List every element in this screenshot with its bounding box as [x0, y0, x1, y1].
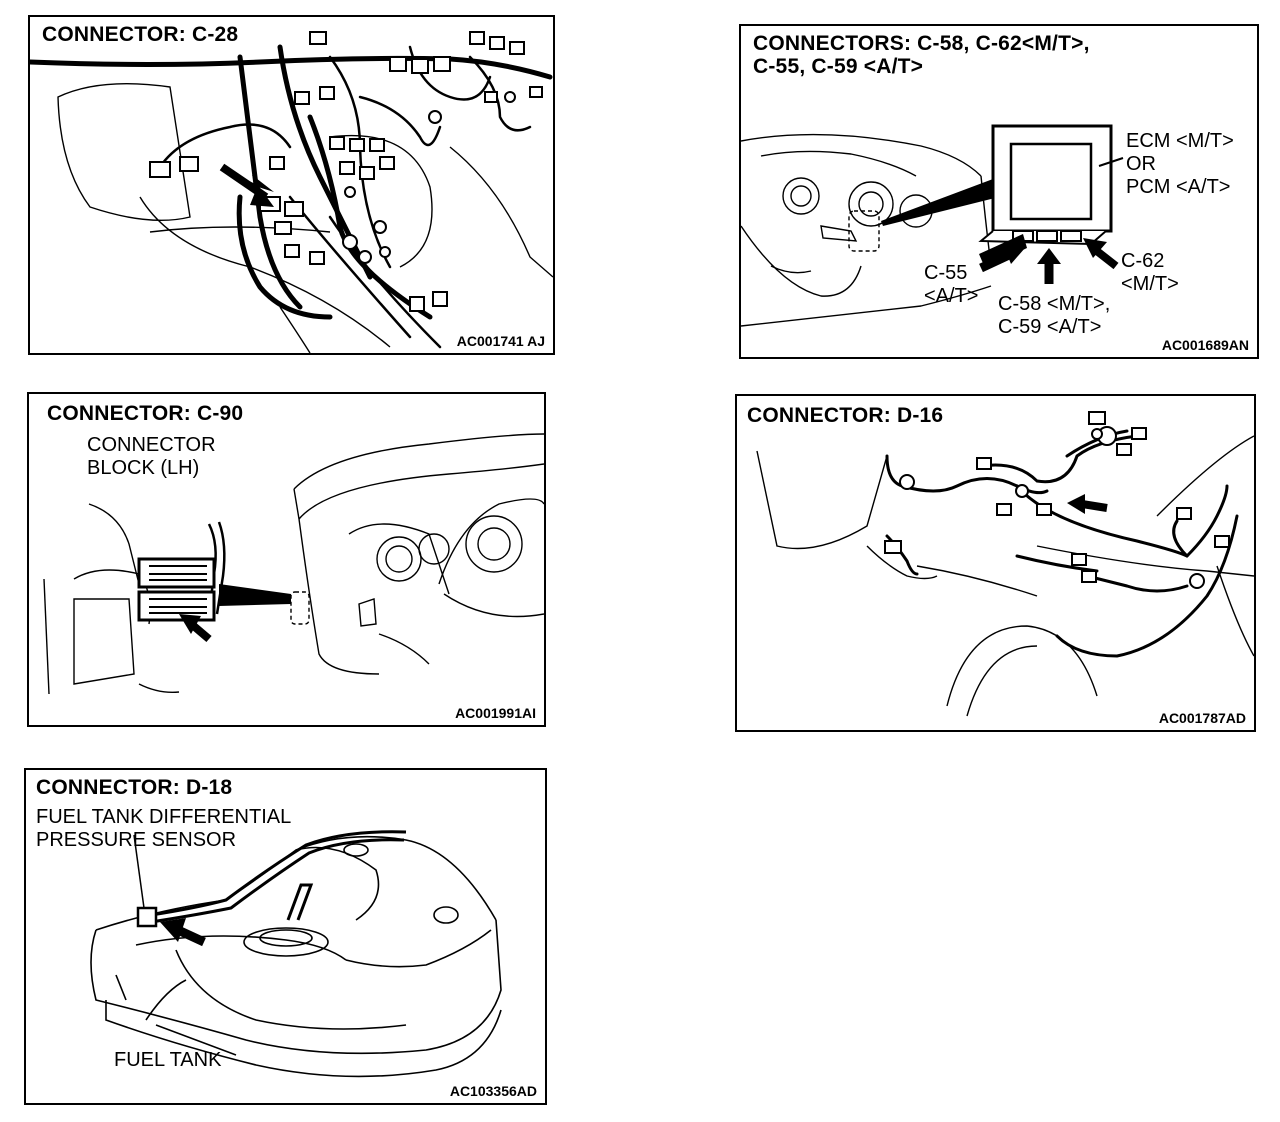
figure-code: AC001689AN	[1161, 337, 1249, 353]
figure-title: CONNECTOR: D-18	[36, 776, 233, 799]
d16-harness-illustration	[756, 411, 1254, 717]
fuel-tank-label: FUEL TANK	[114, 1049, 222, 1071]
d16-arrow	[1067, 494, 1108, 514]
figure-code: AC103356AD	[449, 1083, 537, 1099]
differential-pressure-sensor	[136, 906, 158, 928]
figure-code: AC001741 AJ	[456, 333, 545, 349]
sensor-label: FUEL TANK DIFFERENTIAL PRESSURE SENSOR	[36, 806, 292, 851]
c90-arrow	[179, 614, 212, 643]
c58-c59-label: C-58 <M/T>, C-59 <A/T>	[998, 293, 1111, 338]
figure-connectors-c58-c62-c55-c59: CONNECTORS: C-58, C-62<M/T>, C-55, C-59 …	[739, 24, 1259, 359]
figure-title: CONNECTOR: D-16	[747, 404, 944, 427]
fuel-tank-illustration	[90, 830, 502, 1078]
c55-arrow	[979, 244, 1025, 273]
figure-title: CONNECTOR: C-28	[42, 23, 239, 46]
figure-connector-c90: CONNECTOR: C-90 CONNECTOR BLOCK (LH) AC0…	[27, 392, 546, 727]
sensor-leader-line	[133, 834, 145, 909]
ecm-pcm-label: ECM <M/T> OR PCM <A/T>	[1126, 130, 1234, 198]
c90-pointer-wedge	[219, 584, 291, 606]
figure-connector-c28: CONNECTOR: C-28 AC001741 AJ	[28, 15, 555, 355]
connector-block-label: CONNECTOR BLOCK (LH)	[87, 434, 216, 479]
figure-title: CONNECTOR: C-90	[47, 402, 244, 425]
c58-arrow	[1037, 248, 1061, 284]
figure-code: AC001991AI	[455, 705, 536, 721]
c90-illustration	[43, 433, 544, 695]
c62-arrow	[1083, 238, 1119, 270]
c55-label: C-55 <A/T>	[924, 262, 979, 307]
figure-connector-d16: CONNECTOR: D-16 AC001787AD	[735, 394, 1256, 732]
c28-harness-illustration	[30, 31, 553, 353]
figure-code: AC001787AD	[1158, 710, 1246, 726]
figure-title: CONNECTORS: C-58, C-62<M/T>, C-55, C-59 …	[753, 32, 1090, 78]
ecm-pointer-wedge	[881, 176, 1003, 226]
ecm-pcm-illustration	[741, 124, 1124, 327]
fuel-tank-leader-line	[155, 1024, 237, 1056]
figure-connector-d18: CONNECTOR: D-18 FUEL TANK DIFFERENTIAL P…	[24, 768, 547, 1105]
d18-arrow	[160, 918, 206, 947]
c62-label: C-62 <M/T>	[1121, 250, 1179, 295]
